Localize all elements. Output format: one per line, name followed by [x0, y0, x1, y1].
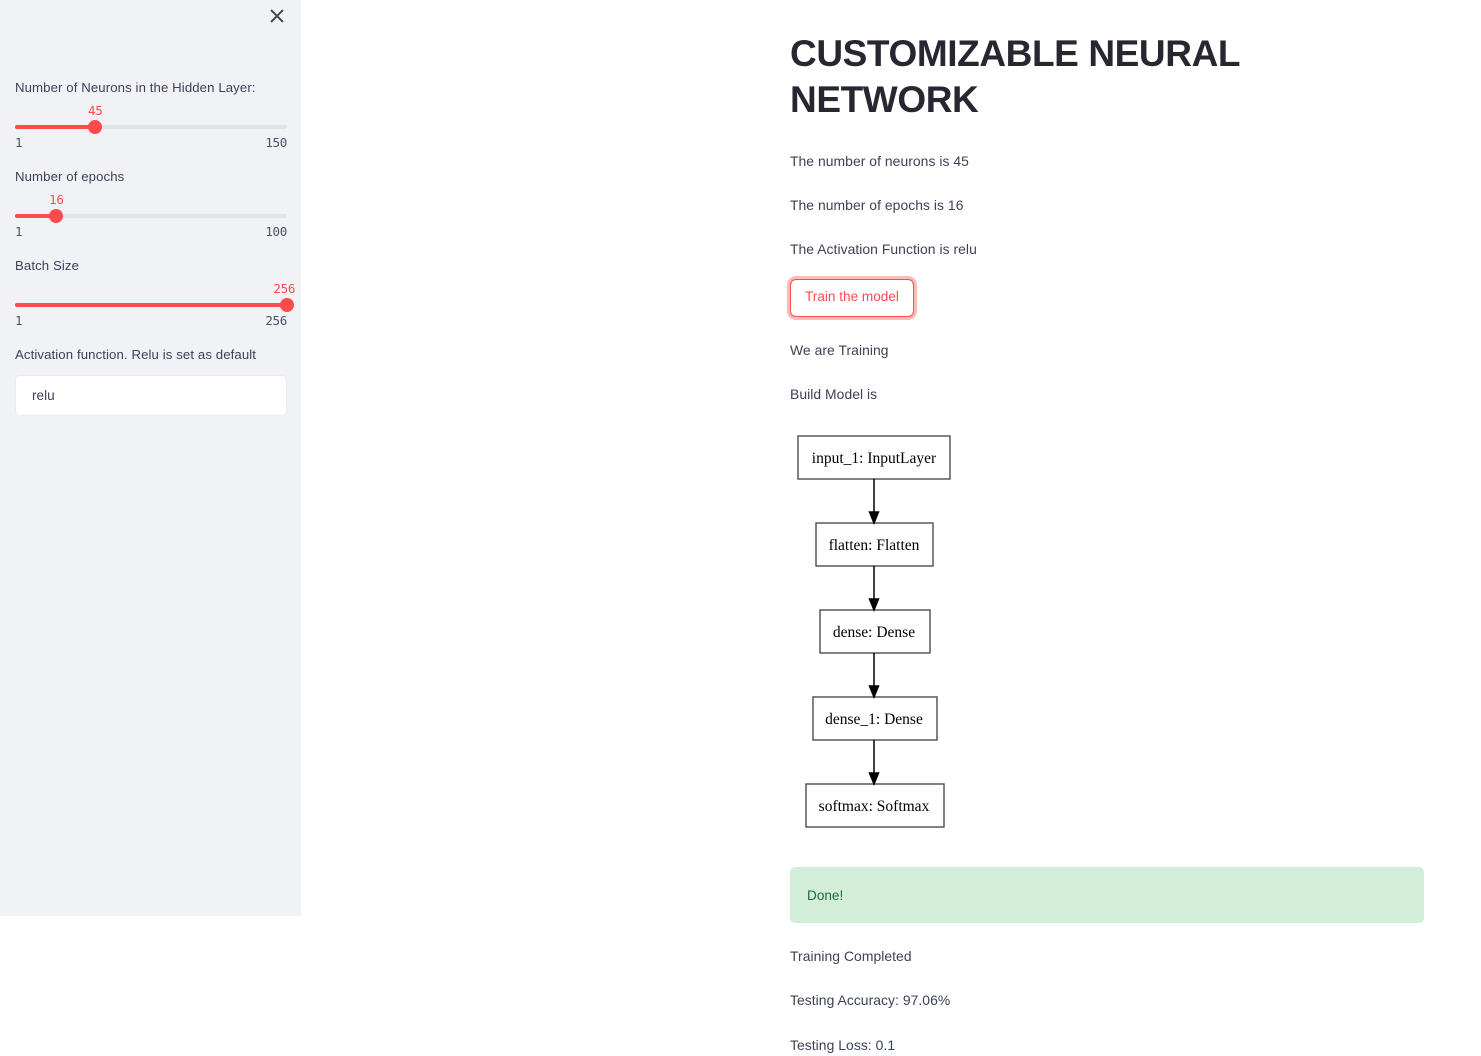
batch-size-slider-min: 1	[15, 313, 23, 329]
graph-node-label: input_1: InputLayer	[812, 450, 937, 467]
epochs-slider-fill	[15, 214, 57, 219]
activation-function-input[interactable]	[15, 374, 287, 416]
neurons-summary-text: The number of neurons is 45	[790, 152, 969, 169]
graph-node-label: dense_1: Dense	[825, 711, 923, 728]
widget-epochs: Number of epochs 16 1 100	[15, 167, 287, 240]
neurons-slider-min: 1	[15, 135, 23, 151]
epochs-slider-value: 16	[49, 192, 64, 208]
page-title: CUSTOMIZABLE NEURAL NETWORK	[790, 33, 1240, 121]
epochs-slider-label: Number of epochs	[15, 169, 125, 185]
activation-input-label: Activation function. Relu is set as defa…	[15, 347, 257, 363]
batch-size-slider-track[interactable]	[15, 298, 294, 313]
epochs-slider-thumb[interactable]	[49, 209, 64, 224]
sidebar-content: Number of Neurons in the Hidden Layer: 4…	[15, 78, 295, 432]
batch-size-slider-fill	[15, 303, 287, 308]
widget-activation-function: Activation function. Relu is set as defa…	[15, 345, 287, 416]
batch-size-slider-value: 256	[273, 281, 296, 297]
neurons-slider-label: Number of Neurons in the Hidden Layer:	[15, 80, 256, 95]
epochs-slider[interactable]: 16 1 100	[15, 192, 287, 240]
epochs-slider-track[interactable]	[15, 209, 287, 224]
epochs-slider-min: 1	[15, 224, 23, 240]
graph-node-label: softmax: Softmax	[819, 798, 930, 815]
neurons-slider-max: 150	[265, 135, 287, 151]
widget-neurons: Number of Neurons in the Hidden Layer: 4…	[15, 78, 287, 151]
epochs-slider-range: 1 100	[15, 224, 287, 239]
model-architecture-diagram: input_1: InputLayer flatten: Flatten den…	[790, 405, 1426, 839]
batch-size-slider[interactable]: 256 1 256	[15, 281, 295, 329]
neurons-slider-fill	[15, 125, 96, 130]
sidebar: Number of Neurons in the Hidden Layer: 4…	[0, 0, 301, 916]
testing-accuracy-text: Testing Accuracy: 97.06%	[790, 992, 951, 1009]
training-completed-text: Training Completed	[790, 948, 912, 965]
activation-summary-text: The Activation Function is relu	[790, 241, 977, 257]
close-icon	[269, 8, 285, 24]
neurons-slider[interactable]: 45 1 150	[15, 103, 287, 151]
training-status-text: We are Training	[790, 341, 889, 358]
success-alert-text: Done!	[807, 887, 844, 903]
testing-loss-text: Testing Loss: 0.1	[790, 1036, 896, 1053]
widget-batch-size: Batch Size 256 1 256	[15, 256, 295, 329]
neurons-slider-track[interactable]	[15, 120, 287, 135]
batch-size-slider-max: 256	[265, 313, 287, 329]
batch-size-slider-range: 1 256	[15, 313, 287, 328]
build-model-text: Build Model is	[790, 385, 878, 402]
batch-size-slider-thumb[interactable]	[280, 298, 294, 313]
neurons-slider-value: 45	[88, 103, 103, 119]
graph-node-label: flatten: Flatten	[829, 537, 920, 554]
main-content: CUSTOMIZABLE NEURAL NETWORK The number o…	[301, 0, 1481, 1053]
success-alert: Done!	[790, 867, 1424, 924]
batch-size-slider-label: Batch Size	[15, 258, 80, 274]
neurons-slider-thumb[interactable]	[88, 120, 103, 135]
graph-node-label: dense: Dense	[833, 624, 915, 641]
train-button-container: Train the model	[790, 260, 1426, 317]
epochs-summary-text: The number of epochs is 16	[790, 196, 964, 213]
epochs-slider-max: 100	[265, 224, 287, 240]
train-model-button[interactable]: Train the model	[790, 279, 914, 317]
sidebar-close-button[interactable]	[263, 2, 291, 30]
neurons-slider-range: 1 150	[15, 135, 287, 150]
